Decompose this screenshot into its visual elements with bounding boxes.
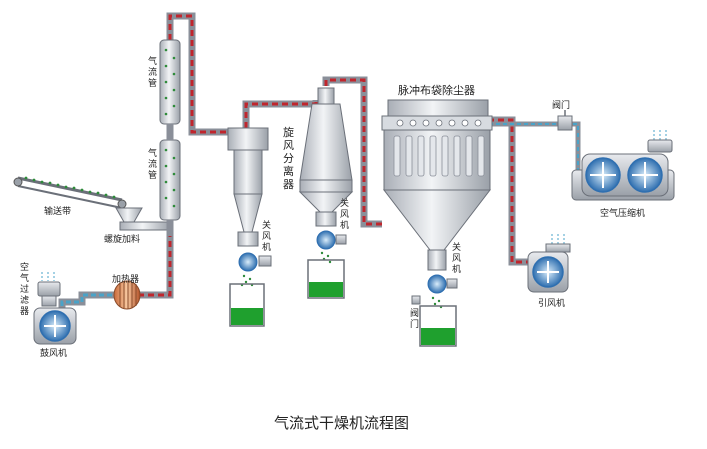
label-valve-top: 阀门 — [552, 99, 570, 111]
label-bag-filter: 脉冲布袋除尘器 — [398, 83, 475, 97]
cyclone-2 — [298, 87, 354, 299]
label-airflow-pipe-1: 气流管 — [148, 55, 157, 89]
label-airflow-pipe-2: 气流管 — [148, 147, 157, 181]
labels: 气流管 气流管 输送带 螺旋加料 加热器 空气过滤器 鼓风机 旋风分离器 关风机… — [20, 55, 645, 432]
label-cyclone: 旋风分离器 — [283, 125, 294, 191]
label-screw-feeder: 螺旋加料 — [104, 233, 140, 245]
conveyor-assembly — [13, 176, 171, 231]
air-line-compressor — [488, 121, 581, 172]
label-valve-bottom: 阀门 — [410, 308, 419, 330]
air-compressor — [571, 130, 675, 201]
page-title: 气流式干燥机流程图 — [274, 414, 409, 432]
label-induced-fan: 引风机 — [538, 297, 565, 309]
pipe-bagfilter-fan — [488, 116, 530, 266]
label-conveyor: 输送带 — [44, 205, 71, 217]
valve-top-icon — [557, 110, 573, 131]
cyclone-1 — [227, 127, 272, 327]
label-heater: 加热器 — [112, 273, 139, 285]
product-bin-3 — [419, 305, 457, 347]
label-airlock-1: 关风机 — [262, 219, 271, 253]
label-airlock-2: 关风机 — [340, 197, 349, 231]
valve-bottom-icon — [411, 295, 421, 305]
label-air-filter: 空气过滤器 — [20, 261, 29, 317]
product-bin-2 — [307, 259, 345, 299]
label-airlock-3: 关风机 — [452, 241, 461, 275]
airflow-riser — [159, 39, 181, 236]
product-bin-1 — [229, 283, 265, 327]
blower-assembly — [33, 272, 77, 345]
label-blower: 鼓风机 — [40, 347, 67, 359]
bag-filter — [381, 99, 493, 347]
induced-fan — [527, 234, 571, 293]
heater — [113, 280, 141, 310]
label-air-compressor: 空气压缩机 — [600, 207, 645, 219]
